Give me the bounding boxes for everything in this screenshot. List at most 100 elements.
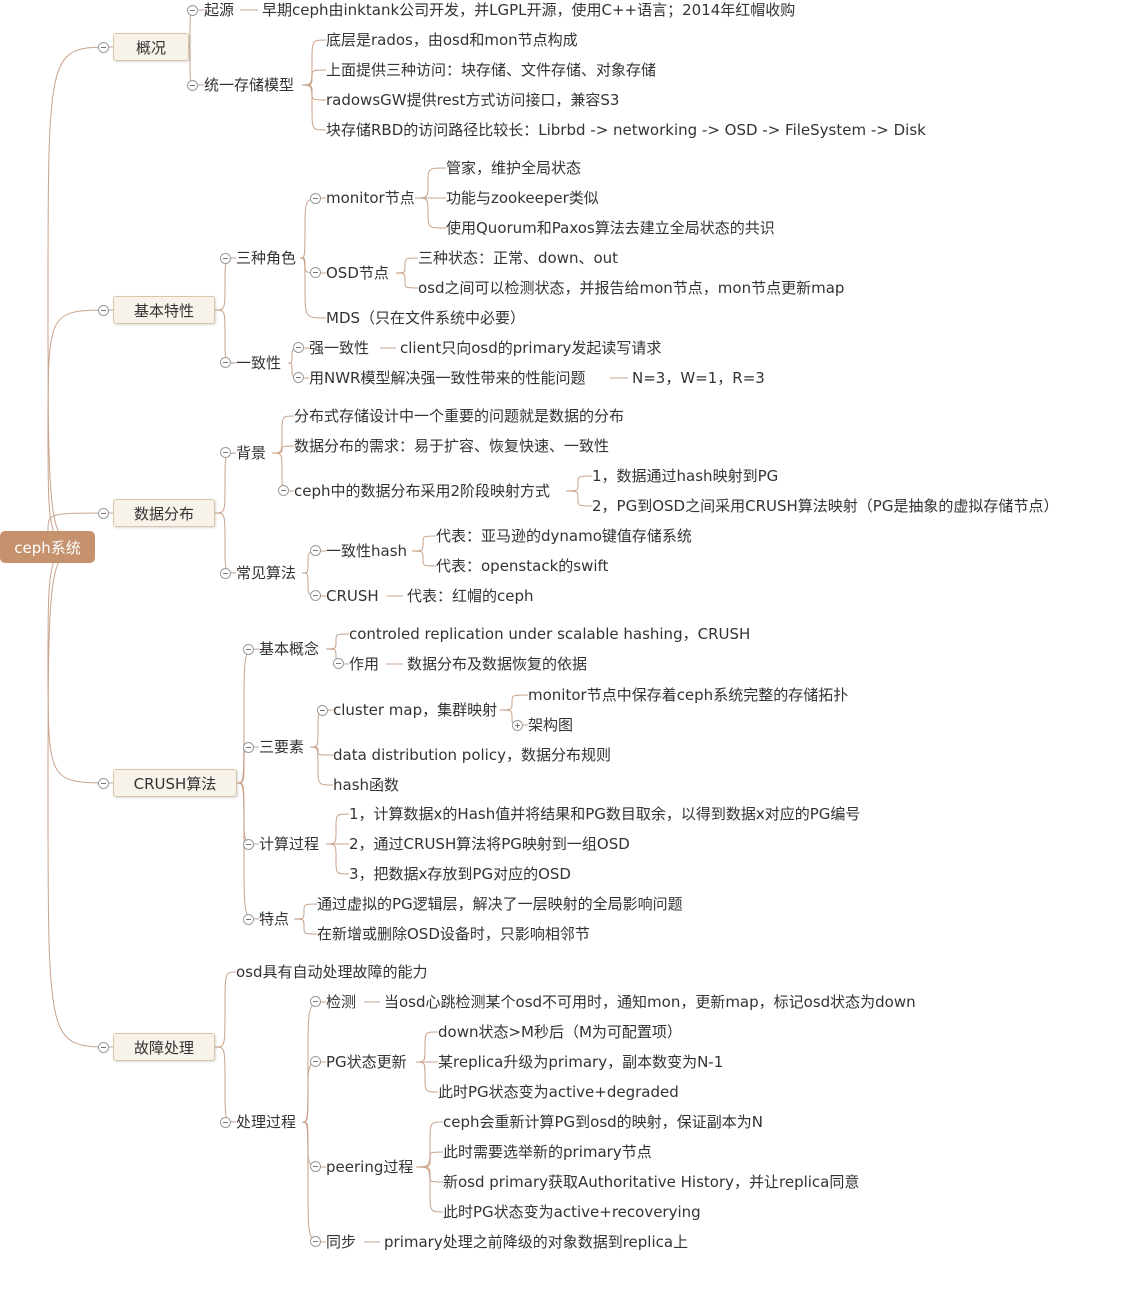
collapse-toggle-icon[interactable] [187,80,198,91]
node-concept-role[interactable]: 作用 [349,655,380,673]
branch-crush[interactable]: CRUSH算法 [113,769,237,797]
node-origin-desc[interactable]: 早期ceph由inktank公司开发，并LGPL开源，使用C++语言；2014年… [262,1,796,19]
collapse-toggle-icon[interactable] [243,644,254,655]
branch-fault-handling[interactable]: 故障处理 [113,1033,215,1061]
node-detect[interactable]: 检测 [326,993,357,1011]
node-concept-1[interactable]: controled replication under scalable has… [349,625,751,643]
collapse-toggle-icon[interactable] [310,1056,321,1067]
node-monitor[interactable]: monitor节点 [326,189,415,207]
node-cluster-map-1[interactable]: monitor节点中保存着ceph系统完整的存储拓扑 [528,686,849,704]
collapse-toggle-icon[interactable] [310,590,321,601]
node-pg-update-1[interactable]: down状态>M秒后（M为可配置项） [438,1023,682,1041]
branch-basic-features[interactable]: 基本特性 [113,296,215,324]
node-unified-model[interactable]: 统一存储模型 [204,76,295,94]
collapse-toggle-icon[interactable] [317,705,328,716]
node-calc-process-2[interactable]: 2，通过CRUSH算法将PG映射到一组OSD [349,835,630,853]
node-basic-concept[interactable]: 基本概念 [259,640,320,658]
node-crush-algorithm[interactable]: CRUSH [326,587,379,605]
node-unified-1[interactable]: 底层是rados，由osd和mon节点构成 [326,31,578,49]
node-osd[interactable]: OSD节点 [326,264,389,282]
node-two-stage-1[interactable]: 1，数据通过hash映射到PG [592,467,779,485]
node-two-stage-mapping[interactable]: ceph中的数据分布采用2阶段映射方式 [294,482,551,500]
node-nwr[interactable]: 用NWR模型解决强一致性带来的性能问题 [309,369,586,387]
node-calc-process[interactable]: 计算过程 [259,835,320,853]
collapse-toggle-icon[interactable] [293,372,304,383]
collapse-toggle-icon[interactable] [278,485,289,496]
node-sync-desc[interactable]: primary处理之前降级的对象数据到replica上 [384,1233,689,1251]
collapse-toggle-icon[interactable] [310,1161,321,1172]
node-peering[interactable]: peering过程 [326,1158,414,1176]
collapse-toggle-icon[interactable] [243,914,254,925]
node-mds[interactable]: MDS（只在文件系统中必要） [326,309,526,327]
node-monitor-2[interactable]: 功能与zookeeper类似 [446,189,599,207]
node-consistent-hash-1[interactable]: 代表：亚马逊的dynamo键值存储系统 [436,527,692,545]
node-three-elements[interactable]: 三要素 [259,738,305,756]
node-sync[interactable]: 同步 [326,1233,357,1251]
node-origin[interactable]: 起源 [204,1,235,19]
node-peering-2[interactable]: 此时需要选举新的primary节点 [443,1143,652,1161]
node-cluster-map[interactable]: cluster map，集群映射 [333,701,498,719]
node-features[interactable]: 特点 [259,910,290,928]
node-osd-2[interactable]: osd之间可以检测状态，并报告给mon节点，mon节点更新map [418,279,845,297]
node-three-roles[interactable]: 三种角色 [236,249,297,267]
node-features-2[interactable]: 在新增或删除OSD设备时，只影响相邻节 [317,925,590,943]
node-pg-update-2[interactable]: 某replica升级为primary，副本数变为N-1 [438,1053,724,1071]
node-common-algorithms[interactable]: 常见算法 [236,564,297,582]
node-two-stage-2[interactable]: 2，PG到OSD之间采用CRUSH算法映射（PG是抽象的虚拟存储节点） [592,497,1059,515]
collapse-toggle-icon[interactable] [333,658,344,669]
node-unified-3[interactable]: radowsGW提供rest方式访问接口，兼容S3 [326,91,620,109]
node-crush-algorithm-desc[interactable]: 代表：红帽的ceph [407,587,534,605]
collapse-toggle-icon[interactable] [98,42,109,53]
node-cluster-map-2[interactable]: 架构图 [528,716,574,734]
collapse-toggle-icon[interactable] [293,342,304,353]
node-hash-function[interactable]: hash函数 [333,776,400,794]
node-handling-process[interactable]: 处理过程 [236,1113,297,1131]
node-detect-desc[interactable]: 当osd心跳检测某个osd不可用时，通知mon，更新map，标记osd状态为do… [384,993,916,1011]
collapse-toggle-icon[interactable] [310,193,321,204]
branch-data-distribution[interactable]: 数据分布 [113,499,215,527]
node-calc-process-3[interactable]: 3，把数据x存放到PG对应的OSD [349,865,571,883]
node-peering-1[interactable]: ceph会重新计算PG到osd的映射，保证副本为N [443,1113,763,1131]
node-distribution-policy[interactable]: data distribution policy，数据分布规则 [333,746,611,764]
node-unified-2[interactable]: 上面提供三种访问：块存储、文件存储、对象存储 [326,61,657,79]
node-consistent-hash-2[interactable]: 代表：openstack的swift [436,557,609,575]
collapse-toggle-icon[interactable] [98,305,109,316]
collapse-toggle-icon[interactable] [220,568,231,579]
collapse-toggle-icon[interactable] [98,778,109,789]
node-peering-3[interactable]: 新osd primary获取Authoritative History，并让re… [443,1173,860,1191]
collapse-toggle-icon[interactable] [243,742,254,753]
node-background[interactable]: 背景 [236,444,267,462]
collapse-toggle-icon[interactable] [98,1042,109,1053]
node-features-1[interactable]: 通过虚拟的PG逻辑层，解决了一层映射的全局影响问题 [317,895,683,913]
collapse-toggle-icon[interactable] [220,357,231,368]
node-background-2[interactable]: 数据分布的需求：易于扩容、恢复快速、一致性 [294,437,610,455]
collapse-toggle-icon[interactable] [187,5,198,16]
node-consistency[interactable]: 一致性 [236,354,282,372]
root-node[interactable]: ceph系统 [0,531,95,563]
collapse-toggle-icon[interactable] [310,545,321,556]
collapse-toggle-icon[interactable] [310,996,321,1007]
collapse-toggle-icon[interactable] [98,508,109,519]
node-nwr-desc[interactable]: N=3，W=1，R=3 [632,369,765,387]
node-strong-consistency[interactable]: 强一致性 [309,339,370,357]
node-strong-consistency-desc[interactable]: client只向osd的primary发起读写请求 [400,339,662,357]
node-monitor-1[interactable]: 管家，维护全局状态 [446,159,582,177]
collapse-toggle-icon[interactable] [243,839,254,850]
node-concept-role-desc[interactable]: 数据分布及数据恢复的依据 [407,655,588,673]
node-background-1[interactable]: 分布式存储设计中一个重要的问题就是数据的分布 [294,407,625,425]
node-unified-4[interactable]: 块存储RBD的访问路径比较长：Librbd -> networking -> O… [326,121,926,139]
branch-overview[interactable]: 概况 [113,33,189,61]
node-peering-4[interactable]: 此时PG状态变为active+recoverying [443,1203,701,1221]
node-pg-update-3[interactable]: 此时PG状态变为active+degraded [438,1083,679,1101]
collapse-toggle-icon[interactable] [310,267,321,278]
collapse-toggle-icon[interactable] [220,253,231,264]
node-osd-1[interactable]: 三种状态：正常、down、out [418,249,619,267]
node-pg-update[interactable]: PG状态更新 [326,1053,407,1071]
node-calc-process-1[interactable]: 1，计算数据x的Hash值并将结果和PG数目取余，以得到数据x对应的PG编号 [349,805,861,823]
collapse-toggle-icon[interactable] [220,1117,231,1128]
collapse-toggle-icon[interactable] [310,1236,321,1247]
node-consistent-hash[interactable]: 一致性hash [326,542,408,560]
node-fault-1[interactable]: osd具有自动处理故障的能力 [236,963,428,981]
node-monitor-3[interactable]: 使用Quorum和Paxos算法去建立全局状态的共识 [446,219,775,237]
expand-toggle-icon[interactable] [512,720,523,731]
